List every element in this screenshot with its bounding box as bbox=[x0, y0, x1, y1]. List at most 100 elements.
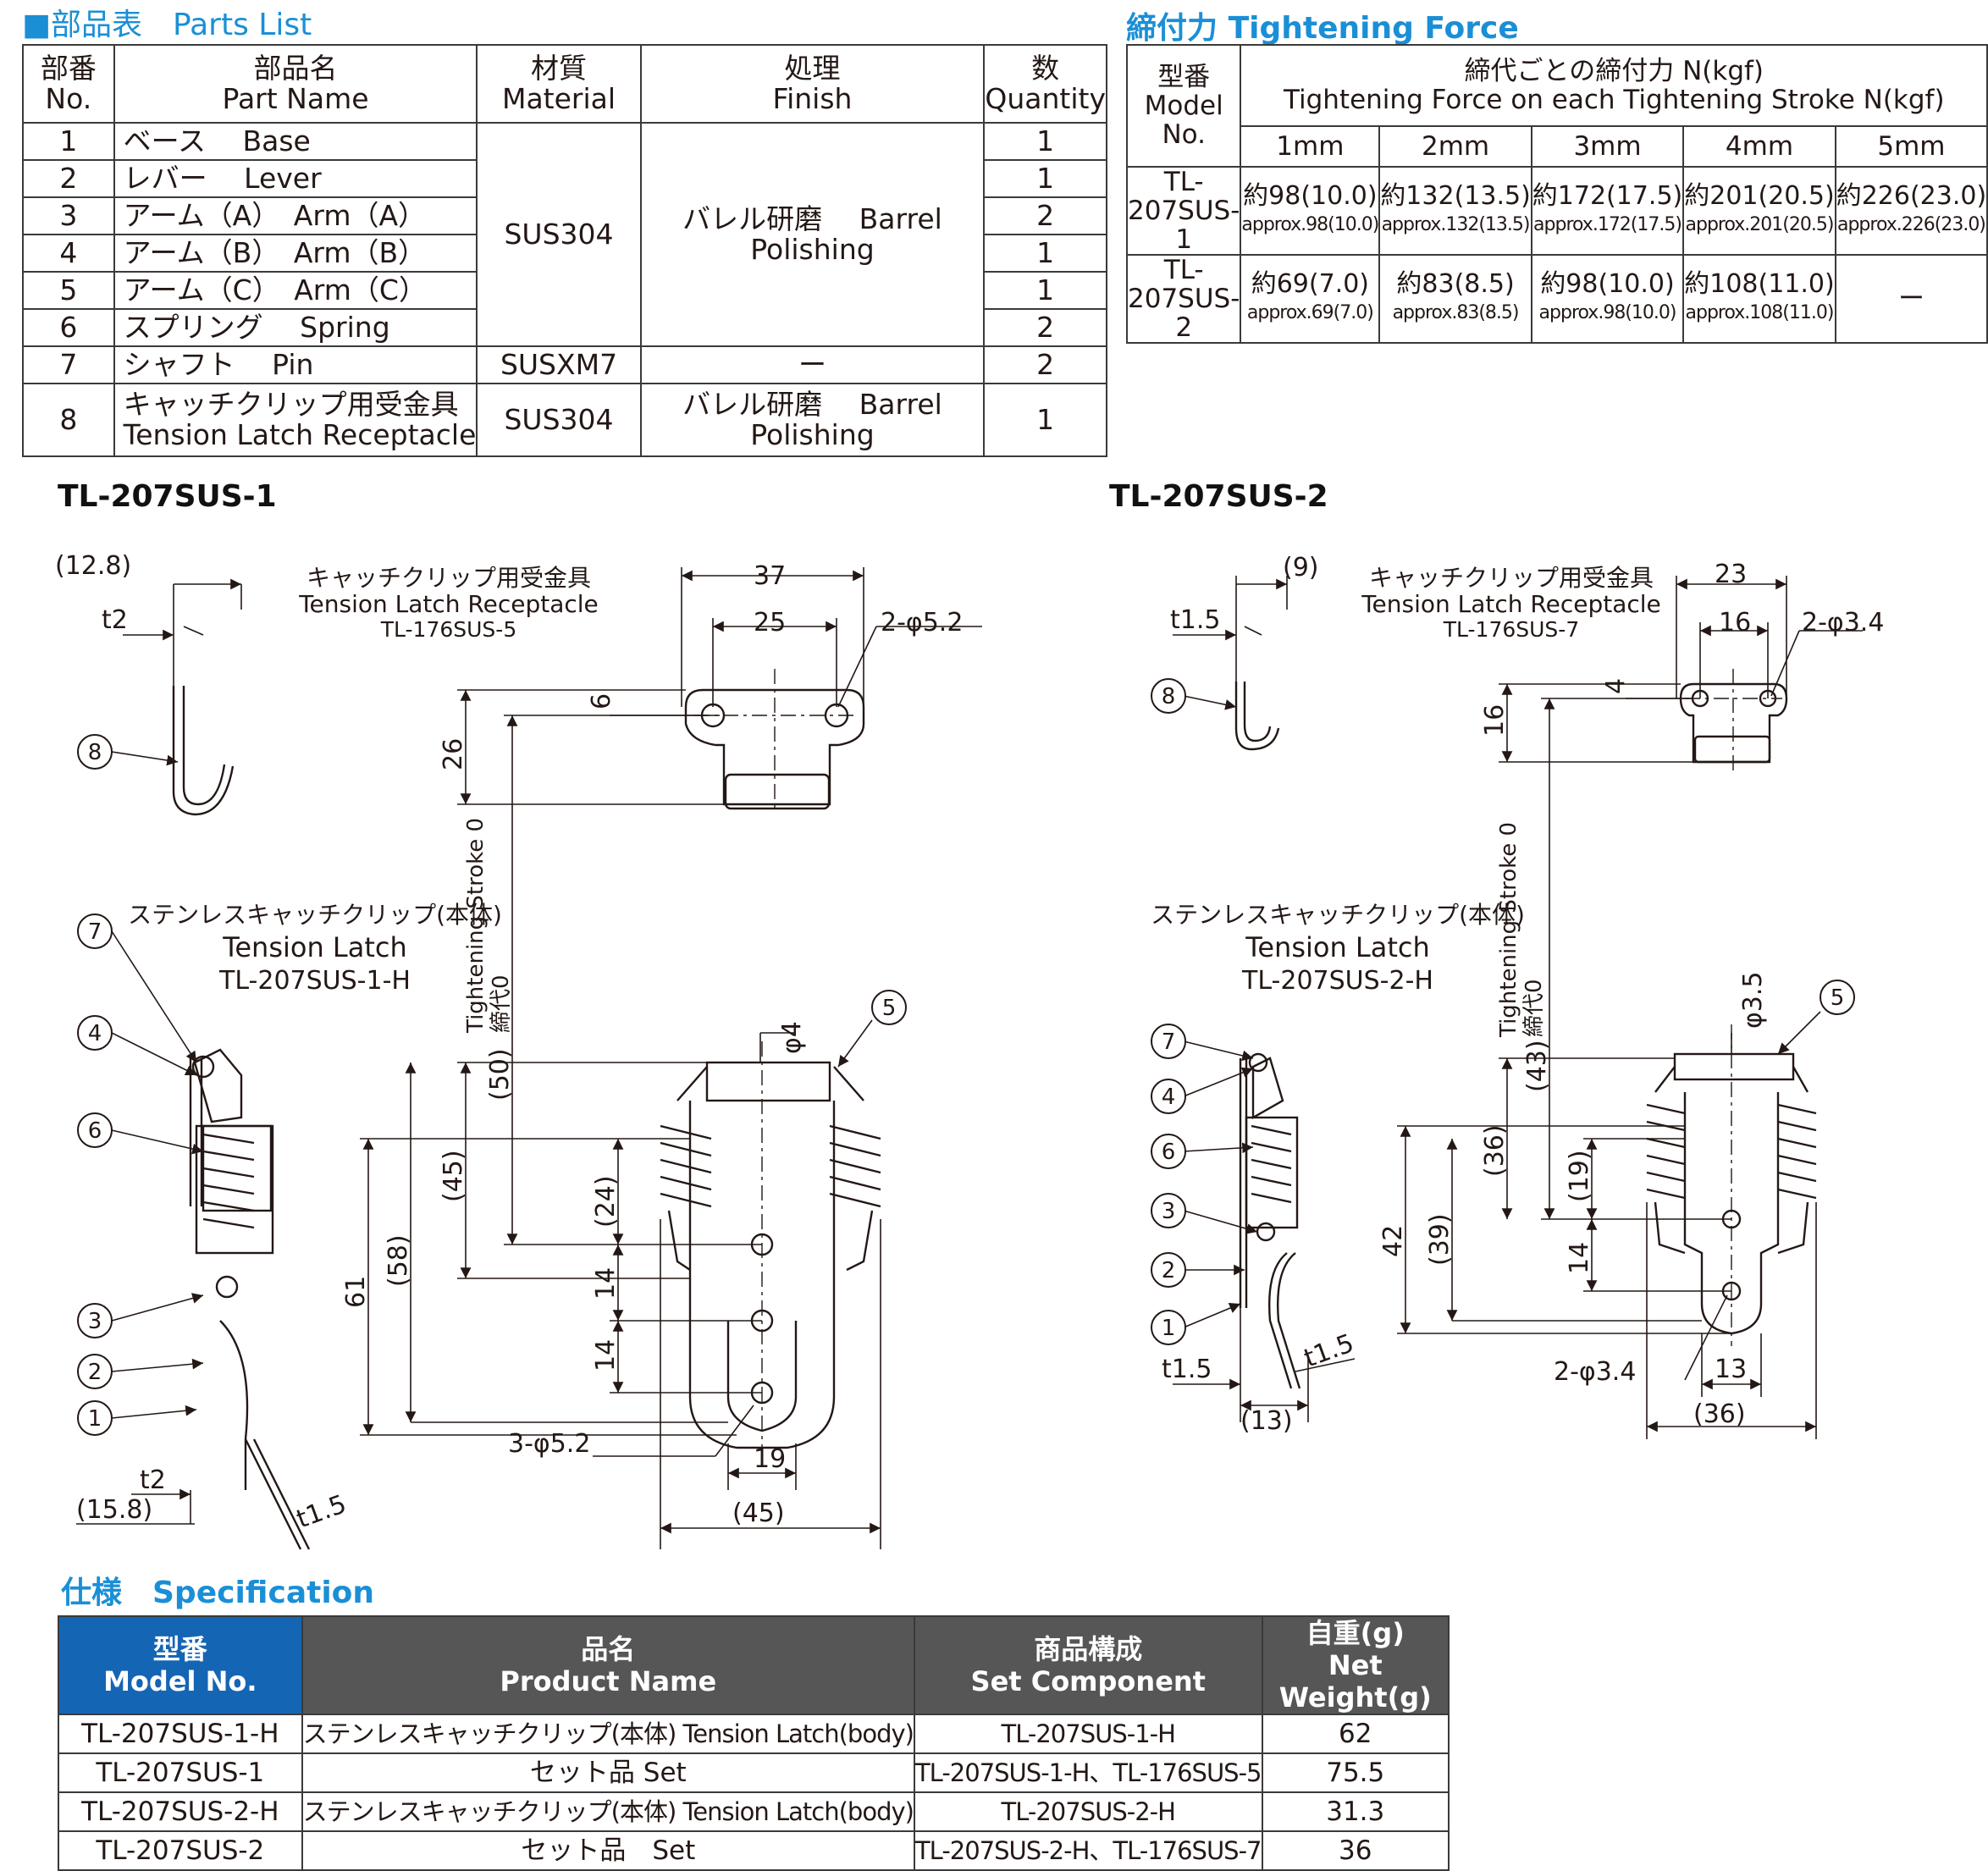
drawing2-dimension-texts: (9) t1.5 23 16 2-φ3.4 4 16 φ3.5 (43) (36… bbox=[1162, 553, 1884, 1436]
group-finish: バレル研磨 Barrel Polishing bbox=[639, 122, 986, 347]
dim-text: 19 bbox=[754, 1444, 786, 1474]
dim-text: φ4 bbox=[777, 1021, 807, 1054]
part-no: 8 bbox=[22, 383, 115, 457]
dim-text: 6 bbox=[587, 693, 616, 709]
drawing1-side-view bbox=[172, 686, 311, 1550]
part-finish: ー bbox=[639, 345, 986, 384]
drawing1-latch-front bbox=[660, 1061, 881, 1449]
dim-text: 25 bbox=[754, 608, 786, 637]
callout-7: 7 bbox=[88, 919, 102, 945]
callout-6: 6 bbox=[1162, 1140, 1176, 1165]
force-cell: 約98(10.0)approx.98(10.0) bbox=[1530, 254, 1685, 344]
force-cell: 約201(20.5)approx.201(20.5) bbox=[1682, 166, 1836, 256]
stroke-header: 4mm bbox=[1682, 125, 1836, 168]
table-row: 4 アーム（B） Arm（B） 1 bbox=[22, 234, 1107, 273]
spec-set: TL-207SUS-1-H、TL-176SUS-5 bbox=[913, 1752, 1263, 1793]
receptacle-label-ja: キャッチクリップ用受金具 bbox=[306, 564, 591, 592]
force-model: TL-207SUS-1 bbox=[1125, 166, 1242, 256]
table-row: TL-207SUS-1 セット品 Set TL-207SUS-1-H、TL-17… bbox=[58, 1752, 1450, 1793]
part-no: 6 bbox=[22, 308, 115, 347]
spec-weight: 75.5 bbox=[1261, 1752, 1450, 1793]
part-qty: 1 bbox=[983, 234, 1107, 273]
force-stroke-row: 1mm 2mm 3mm 4mm 5mm bbox=[1127, 125, 1988, 168]
dim-text: 4 bbox=[1601, 678, 1631, 694]
force-cell-empty: ー bbox=[1834, 254, 1988, 344]
table-row: 3 アーム（A） Arm（A） 2 bbox=[22, 196, 1107, 235]
dim-text: 16 bbox=[1480, 704, 1510, 737]
table-row: 2 レバー Lever 1 bbox=[22, 159, 1107, 198]
part-name: アーム（A） Arm（A） bbox=[113, 196, 478, 235]
dim-text: (45) bbox=[439, 1150, 468, 1202]
part-material: SUS304 bbox=[476, 383, 642, 457]
drawing1-callout-leaders bbox=[111, 751, 873, 1419]
spec-product: ステンレスキャッチクリップ(本体) Tension Latch(body) bbox=[301, 1791, 915, 1832]
force-values-header: 締代ごとの締付力 N(kgf)Tightening Force on each … bbox=[1240, 44, 1988, 127]
drawing2-receptacle bbox=[1679, 682, 1788, 764]
dim-text: φ3.5 bbox=[1738, 972, 1768, 1029]
drawing2-side-view bbox=[1234, 682, 1301, 1389]
dim-text: (36) bbox=[1693, 1399, 1746, 1429]
receptacle-label-ja: キャッチクリップ用受金具 bbox=[1369, 564, 1654, 592]
group-material: SUS304 bbox=[476, 122, 642, 347]
part-finish: バレル研磨 Barrel Polishing bbox=[639, 383, 986, 457]
spec-product: ステンレスキャッチクリップ(本体) Tension Latch(body) bbox=[301, 1714, 915, 1754]
part-no: 2 bbox=[22, 159, 115, 198]
dim-text: (50) bbox=[485, 1048, 515, 1101]
dim-text: (13) bbox=[1240, 1406, 1293, 1436]
receptacle-label-en: Tension Latch Receptacle bbox=[298, 590, 599, 618]
part-qty: 2 bbox=[983, 196, 1107, 235]
spec-model: TL-207SUS-1-H bbox=[58, 1714, 303, 1754]
drawing2-side-dims bbox=[1173, 576, 1356, 1422]
callout-numbers: 8 7 4 6 3 2 1 5 8 7 4 6 3 2 1 5 bbox=[88, 684, 1845, 1432]
latch-label-en: Tension Latch bbox=[1245, 931, 1430, 963]
callout-6: 6 bbox=[88, 1118, 102, 1144]
dim-text: 16 bbox=[1719, 608, 1751, 637]
callout-8: 8 bbox=[1162, 684, 1176, 709]
spec-model: TL-207SUS-2 bbox=[58, 1830, 303, 1871]
latch-model: TL-207SUS-2-H bbox=[1241, 966, 1433, 996]
callout-8: 8 bbox=[88, 740, 102, 765]
part-name: シャフト Pin bbox=[113, 345, 478, 384]
dim-text: (24) bbox=[591, 1175, 621, 1228]
drawing2-callout-leaders bbox=[1183, 695, 1821, 1328]
receptacle-model: TL-176SUS-7 bbox=[1443, 617, 1579, 642]
dim-text: 23 bbox=[1715, 560, 1747, 589]
table-row: 5 アーム（C） Arm（C） 1 bbox=[22, 271, 1107, 310]
drawing1-front-dims bbox=[360, 567, 982, 1549]
callout-1: 1 bbox=[1162, 1316, 1176, 1341]
dim-text: t2 bbox=[102, 605, 128, 635]
part-qty: 2 bbox=[983, 308, 1107, 347]
dim-text: t2 bbox=[140, 1465, 166, 1495]
part-no: 1 bbox=[22, 122, 115, 161]
spec-weight: 36 bbox=[1261, 1830, 1450, 1871]
dim-text: 42 bbox=[1378, 1225, 1408, 1257]
drawing2-front-dims bbox=[1397, 576, 1863, 1439]
force-cell: 約172(17.5)approx.172(17.5) bbox=[1530, 166, 1685, 256]
callout-3: 3 bbox=[1162, 1199, 1176, 1224]
force-cell: 約98(10.0)approx.98(10.0) bbox=[1240, 166, 1381, 256]
part-qty: 1 bbox=[983, 122, 1107, 161]
drawing2-centerlines bbox=[1685, 669, 1782, 1346]
stroke-header: 5mm bbox=[1834, 125, 1988, 168]
spec-model: TL-207SUS-2-H bbox=[58, 1791, 303, 1832]
latch-label-ja: ステンレスキャッチクリップ(本体) bbox=[1151, 901, 1525, 929]
table-row: TL-207SUS-1-H ステンレスキャッチクリップ(本体) Tension … bbox=[58, 1714, 1450, 1754]
dim-text: 2-φ5.2 bbox=[881, 608, 963, 637]
dim-text: (19) bbox=[1565, 1150, 1594, 1202]
spec-product: セット品 Set bbox=[301, 1830, 915, 1871]
dim-text: (39) bbox=[1425, 1213, 1455, 1266]
spec-header-weight: 自重(g)Net Weight(g) bbox=[1261, 1615, 1450, 1715]
specification-title: 仕様 Specification bbox=[61, 1576, 375, 1610]
dim-text: 2-φ3.4 bbox=[1554, 1357, 1636, 1387]
tightening-force-title: 締付力 Tightening Force bbox=[1126, 11, 1519, 46]
table-row: 1 ベース Base SUS304 バレル研磨 Barrel Polishing… bbox=[22, 122, 1107, 347]
